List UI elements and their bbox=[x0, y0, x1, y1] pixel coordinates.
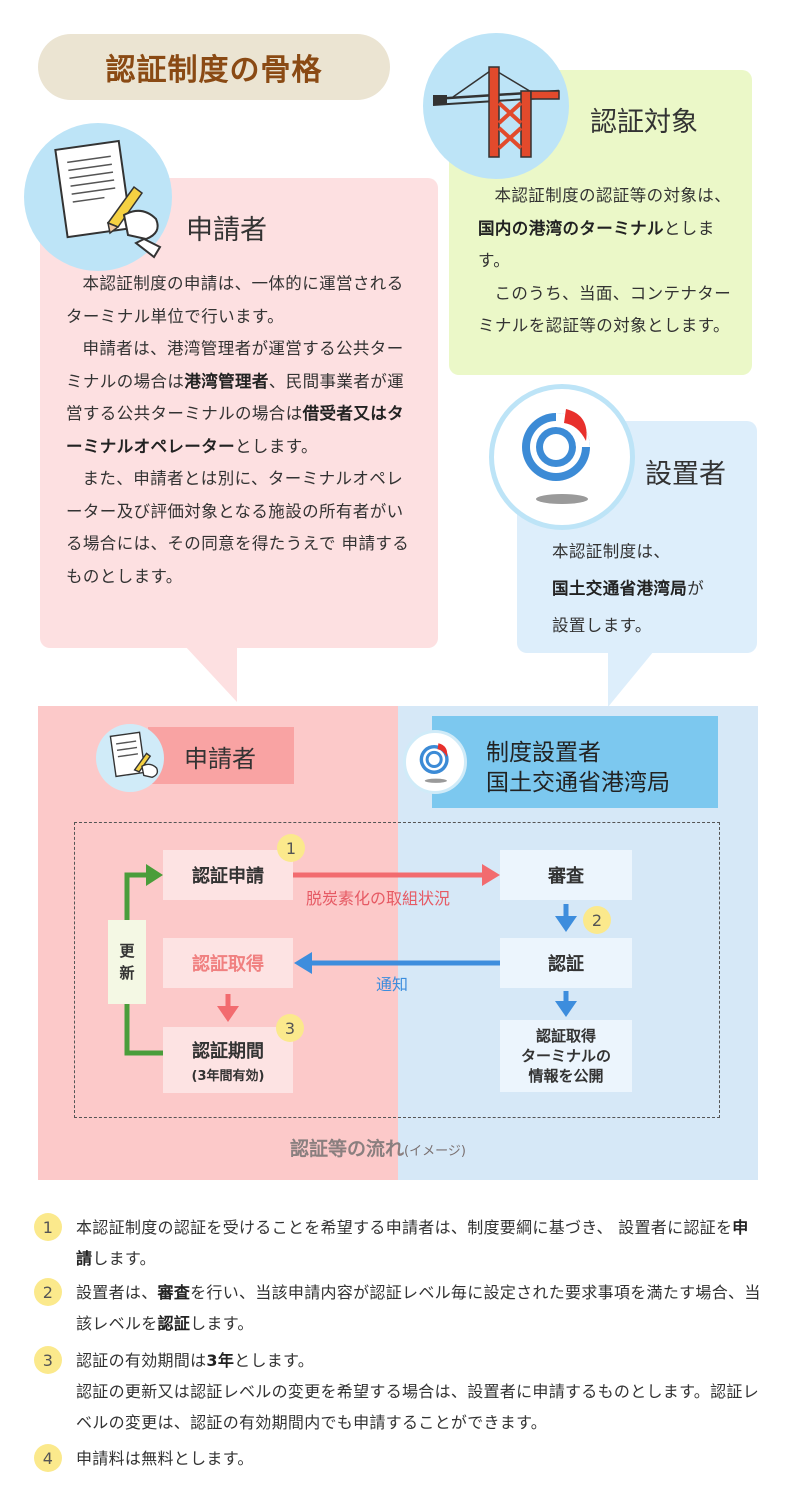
flow-establisher-header: 制度設置者 国土交通省港湾局 bbox=[432, 716, 718, 808]
title-pill: 認証制度の骨格 bbox=[38, 34, 390, 100]
flow-caption-small: (イメージ) bbox=[404, 1144, 466, 1159]
target-p1-b: 国内の港湾のターミナル bbox=[478, 218, 664, 238]
flow-caption-main: 認証等の流れ bbox=[290, 1138, 405, 1160]
establisher-title: 設置者 bbox=[645, 459, 726, 490]
establisher-l2-b: 国土交通省港湾局 bbox=[552, 579, 688, 598]
note-2-d: 認証 bbox=[157, 1314, 191, 1333]
note-1: 1 本認証制度の認証を受けることを希望する申請者は、制度要綱に基づき、 設置者に… bbox=[34, 1212, 764, 1274]
flow-box-period-label: 認証期間 bbox=[192, 1040, 264, 1062]
target-p1-a: 本認証制度の認証等の対象は、 bbox=[494, 186, 732, 205]
flow-box-period: 認証期間 (3年間有効) bbox=[163, 1027, 293, 1093]
flow-box-publish-3: 情報を公開 bbox=[528, 1067, 604, 1085]
flow-establisher-header-2: 国土交通省港湾局 bbox=[486, 770, 670, 796]
flow-box-publish-2: ターミナルの bbox=[520, 1047, 611, 1065]
note-1-b: 申請 bbox=[76, 1218, 749, 1268]
flow-applicant-header: 申請者 bbox=[148, 727, 294, 784]
establisher-card-tail bbox=[608, 651, 654, 707]
applicant-p2-c: 、民間事業者が運営する公共ターミナルの場合は bbox=[66, 371, 405, 424]
clipboard-writing-icon bbox=[54, 139, 162, 259]
applicant-card-tail bbox=[185, 646, 237, 702]
renewal-label-1: 更 bbox=[119, 942, 135, 960]
flow-box-application: 認証申請 bbox=[163, 850, 293, 900]
mlit-logo-icon bbox=[419, 743, 449, 783]
label-notification: 通知 bbox=[376, 975, 409, 994]
flow-dashed-frame bbox=[74, 822, 720, 1118]
note-3-number: 3 bbox=[34, 1346, 62, 1374]
note-1-number: 1 bbox=[34, 1213, 62, 1241]
flow-caption: 認証等の流れ(イメージ) bbox=[290, 1134, 466, 1161]
note-2-text: 設置者は、審査を行い、当該申請内容が認証レベル毎に設定された要求事項を満たす場合… bbox=[76, 1277, 764, 1339]
establisher-l1: 本認証制度は、 bbox=[552, 542, 671, 561]
label-decarbonization-status: 脱炭素化の取組状況 bbox=[306, 889, 451, 908]
note-3-b: 3年 bbox=[206, 1351, 235, 1370]
flow-box-certification: 認証 bbox=[500, 938, 632, 988]
applicant-body: 本認証制度の申請は、一体的に運営されるターミナル単位で行います。 申請者は、港湾… bbox=[66, 268, 416, 593]
arrow-notify-head bbox=[294, 952, 312, 974]
note-3-c: とします。 bbox=[234, 1351, 315, 1370]
note-3-d: 認証の更新又は認証レベルの変更を希望する場合は、設置者に申請するものとします。認… bbox=[76, 1382, 760, 1432]
arrow-review-to-cert-head bbox=[555, 916, 577, 932]
note-3-text: 認証の有効期間は3年とします。 認証の更新又は認証レベルの変更を希望する場合は、… bbox=[76, 1345, 764, 1438]
note-4: 4 申請料は無料とします。 bbox=[34, 1443, 764, 1474]
flow-applicant-icon-circle bbox=[96, 724, 164, 792]
flow-establisher-header-1: 制度設置者 bbox=[486, 740, 601, 766]
target-p2: このうち、当面、コンテナターミナルを認証等の対象とします。 bbox=[478, 283, 732, 336]
note-4-a: 申請料は無料とします。 bbox=[76, 1449, 254, 1468]
mlit-logo-icon bbox=[522, 409, 590, 504]
applicant-p2-e: とします。 bbox=[235, 436, 318, 456]
flow-box-review: 審査 bbox=[500, 850, 632, 900]
applicant-p1: 本認証制度の申請は、一体的に運営されるターミナル単位で行います。 bbox=[66, 274, 404, 326]
note-2-c: を行い、当該申請内容が認証レベル毎に設定された要求事項を満たす場合、当該レベルを bbox=[76, 1283, 761, 1333]
establisher-l2-c: が bbox=[687, 579, 705, 598]
note-2-a: 設置者は、 bbox=[76, 1283, 158, 1302]
flow-badge-1: 1 bbox=[277, 834, 305, 862]
page-title: 認証制度の骨格 bbox=[105, 53, 323, 88]
flow-box-period-sub: (3年間有効) bbox=[191, 1068, 265, 1084]
note-2-b: 審査 bbox=[157, 1283, 191, 1302]
establisher-body: 本認証制度は、 国土交通省港湾局が 設置します。 bbox=[552, 533, 752, 644]
note-2: 2 設置者は、審査を行い、当該申請内容が認証レベル毎に設定された要求事項を満たす… bbox=[34, 1277, 764, 1339]
arrow-renewal-loop-head bbox=[146, 864, 163, 886]
note-3-a: 認証の有効期間は bbox=[76, 1351, 207, 1370]
flow-applicant-header-label: 申請者 bbox=[184, 745, 256, 773]
applicant-circle bbox=[24, 123, 172, 271]
renewal-label-2: 新 bbox=[119, 964, 135, 982]
establisher-l2: 国土交通省港湾局が bbox=[552, 570, 752, 607]
note-1-text: 本認証制度の認証を受けることを希望する申請者は、制度要綱に基づき、 設置者に認証… bbox=[76, 1212, 764, 1274]
note-4-number: 4 bbox=[34, 1444, 62, 1472]
renewal-label-box: 更 新 bbox=[108, 920, 146, 1004]
flow-badge-3: 3 bbox=[276, 1014, 304, 1042]
applicant-p2-a: 申請者は、港湾管理者が運営する公共ターミナルの場合は bbox=[66, 339, 404, 391]
target-p1-c: とします。 bbox=[478, 218, 715, 271]
note-3: 3 認証の有効期間は3年とします。 認証の更新又は認証レベルの変更を希望する場合… bbox=[34, 1345, 764, 1438]
applicant-title: 申請者 bbox=[186, 215, 267, 246]
clipboard-writing-icon bbox=[109, 731, 159, 779]
applicant-p2-b: 港湾管理者 bbox=[184, 371, 269, 391]
note-2-number: 2 bbox=[34, 1278, 62, 1306]
arrow-apply-to-review-head bbox=[482, 864, 500, 886]
applicant-p2: 申請者は、港湾管理者が運営する公共ターミナルの場合は港湾管理者、民間事業者が運営… bbox=[66, 333, 416, 463]
container-crane-icon bbox=[432, 66, 560, 158]
note-2-e: します。 bbox=[190, 1314, 254, 1333]
target-p1: 本認証制度の認証等の対象は、国内の港湾のターミナルとします。 bbox=[478, 180, 733, 278]
flow-establisher-icon-circle bbox=[403, 730, 467, 794]
applicant-p3: また、申請者とは別に、ターミナルオペレーター及び評価対象となる施設の所有者がいる… bbox=[66, 469, 410, 586]
applicant-p2-d: 借受者又はターミナルオペレーター bbox=[66, 404, 405, 456]
target-title: 認証対象 bbox=[590, 107, 698, 138]
establisher-l3: 設置します。 bbox=[552, 616, 652, 635]
note-4-text: 申請料は無料とします。 bbox=[76, 1443, 764, 1474]
flow-box-acquisition: 認証取得 bbox=[163, 938, 293, 988]
establisher-circle bbox=[489, 384, 635, 530]
flow-box-publish-1: 認証取得 bbox=[535, 1027, 596, 1045]
target-body: 本認証制度の認証等の対象は、国内の港湾のターミナルとします。 このうち、当面、コ… bbox=[478, 180, 733, 343]
note-1-a: 本認証制度の認証を受けることを希望する申請者は、制度要綱に基づき、 設置者に認証… bbox=[76, 1218, 733, 1237]
flow-badge-2: 2 bbox=[583, 906, 611, 934]
flow-box-publish: 認証取得 ターミナルの 情報を公開 bbox=[500, 1020, 632, 1092]
arrow-cert-to-publish-head bbox=[555, 1001, 577, 1017]
note-1-c: します。 bbox=[92, 1249, 156, 1268]
arrow-acquire-to-period-head bbox=[217, 1006, 239, 1022]
target-circle bbox=[423, 33, 569, 179]
